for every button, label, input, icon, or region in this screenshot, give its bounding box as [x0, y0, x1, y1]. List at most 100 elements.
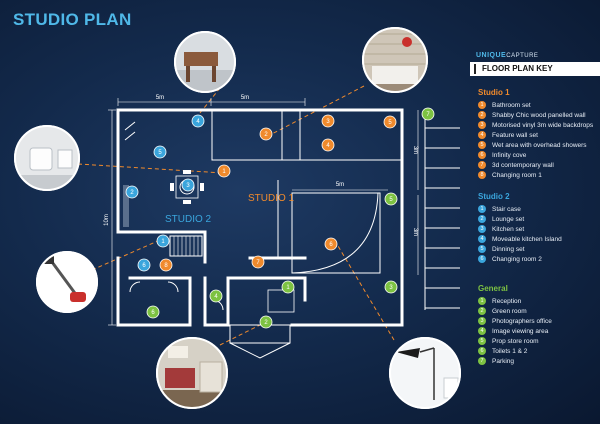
- svg-text:8: 8: [164, 263, 168, 269]
- key-marker-icon: 1: [478, 101, 486, 109]
- orange-marker-4: 4: [321, 138, 335, 152]
- green-marker-2: 2: [259, 315, 273, 329]
- key-marker-icon: 3: [478, 225, 486, 233]
- dim-right-upper: 3m: [412, 146, 418, 154]
- key-group-title: Studio 1: [478, 88, 510, 97]
- svg-text:6: 6: [329, 242, 333, 248]
- dim-left: 10m: [104, 214, 110, 226]
- parking-bays: [424, 110, 460, 310]
- dim-cove: 5m: [336, 182, 344, 188]
- svg-text:7: 7: [256, 260, 260, 266]
- key-marker-icon: 2: [478, 307, 486, 315]
- key-marker-icon: 2: [478, 215, 486, 223]
- key-item-label: Lounge set: [492, 215, 525, 223]
- blue-marker-3: 3: [181, 178, 195, 192]
- photo-green-room: [156, 337, 228, 409]
- blue-marker-1: 1: [156, 234, 170, 248]
- svg-text:3: 3: [186, 183, 190, 189]
- key-group-title: Studio 2: [478, 192, 510, 201]
- page-title: STUDIO PLAN: [13, 10, 132, 29]
- photo-vacuum: [36, 251, 98, 313]
- orange-marker-8: 8: [159, 258, 173, 272]
- svg-text:4: 4: [326, 143, 330, 149]
- key-item: 3 Motorised vinyl 3m wide backdrops: [478, 120, 598, 130]
- svg-text:4: 4: [214, 294, 218, 300]
- key-item-label: Changing room 1: [492, 171, 542, 179]
- svg-text:1: 1: [286, 285, 290, 291]
- key-item-label: Parking: [492, 357, 515, 365]
- key-marker-icon: 3: [478, 121, 486, 129]
- key-item-label: Toilets 1 & 2: [492, 347, 528, 355]
- key-item-label: Stair case: [492, 205, 521, 213]
- orange-marker-5: 5: [383, 115, 397, 129]
- dim-top-right: 5m: [241, 95, 249, 101]
- key-item: 4 Image viewing area: [478, 326, 598, 336]
- svg-text:3: 3: [389, 285, 393, 291]
- svg-text:2: 2: [264, 320, 268, 326]
- orange-marker-1: 1: [217, 164, 231, 178]
- key-item-label: Photographers office: [492, 317, 552, 325]
- key-item-label: Moveable kitchen Island: [492, 235, 562, 243]
- key-item-label: Prop store room: [492, 337, 539, 345]
- key-item-label: Changing room 2: [492, 255, 542, 263]
- key-group-title: General: [478, 284, 508, 293]
- key-marker-icon: 8: [478, 171, 486, 179]
- green-marker-7: 7: [421, 107, 435, 121]
- photo-bathroom: [14, 125, 80, 191]
- key-item: 3 Kitchen set: [478, 224, 598, 234]
- key-item: 1 Stair case: [478, 204, 598, 214]
- key-item: 4 Feature wall set: [478, 130, 598, 140]
- svg-text:6: 6: [142, 263, 146, 269]
- office-desk: [267, 289, 295, 313]
- studio2-label: STUDIO 2: [165, 214, 212, 225]
- orange-marker-6: 6: [324, 237, 338, 251]
- key-item-label: Motorised vinyl 3m wide backdrops: [492, 121, 594, 129]
- svg-text:3: 3: [326, 119, 330, 125]
- key-item-label: 3d contemporary wall: [492, 161, 554, 169]
- key-marker-icon: 3: [478, 317, 486, 325]
- orange-marker-7: 7: [251, 255, 265, 269]
- key-marker-icon: 1: [478, 205, 486, 213]
- svg-text:6: 6: [151, 310, 155, 316]
- blue-marker-6: 6: [137, 258, 151, 272]
- key-item: 2 Lounge set: [478, 214, 598, 224]
- key-marker-icon: 1: [478, 297, 486, 305]
- key-item-label: Green room: [492, 307, 527, 315]
- green-marker-6: 6: [146, 305, 160, 319]
- key-item: 5 Wet area with overhead showers: [478, 140, 598, 150]
- key-marker-icon: 4: [478, 327, 486, 335]
- key-item-label: Kitchen set: [492, 225, 525, 233]
- key-marker-icon: 5: [478, 245, 486, 253]
- svg-text:2: 2: [264, 132, 268, 138]
- dimension-lines: [108, 98, 419, 326]
- key-item-label: Wet area with overhead showers: [492, 141, 587, 149]
- photo-infinity-cove: [389, 337, 461, 409]
- svg-text:5: 5: [158, 150, 162, 156]
- key-item-label: Image viewing area: [492, 327, 549, 335]
- key-item-label: Shabby Chic wood panelled wall: [492, 111, 586, 119]
- key-marker-icon: 7: [478, 161, 486, 169]
- key-item-label: Feature wall set: [492, 131, 538, 139]
- key-heading: FLOOR PLAN KEY: [470, 62, 600, 76]
- key-item: 3 Photographers office: [478, 316, 598, 326]
- blue-marker-5: 5: [153, 145, 167, 159]
- dim-right-lower: 3m: [412, 228, 418, 236]
- svg-text:1: 1: [222, 169, 226, 175]
- kitchen-counter: [123, 185, 129, 227]
- walls: [116, 108, 404, 327]
- brand-logo: UNIQUECAPTURE: [476, 52, 539, 59]
- key-marker-icon: 4: [478, 131, 486, 139]
- green-marker-5: 5: [384, 192, 398, 206]
- svg-text:1: 1: [161, 239, 165, 245]
- key-marker-icon: 5: [478, 141, 486, 149]
